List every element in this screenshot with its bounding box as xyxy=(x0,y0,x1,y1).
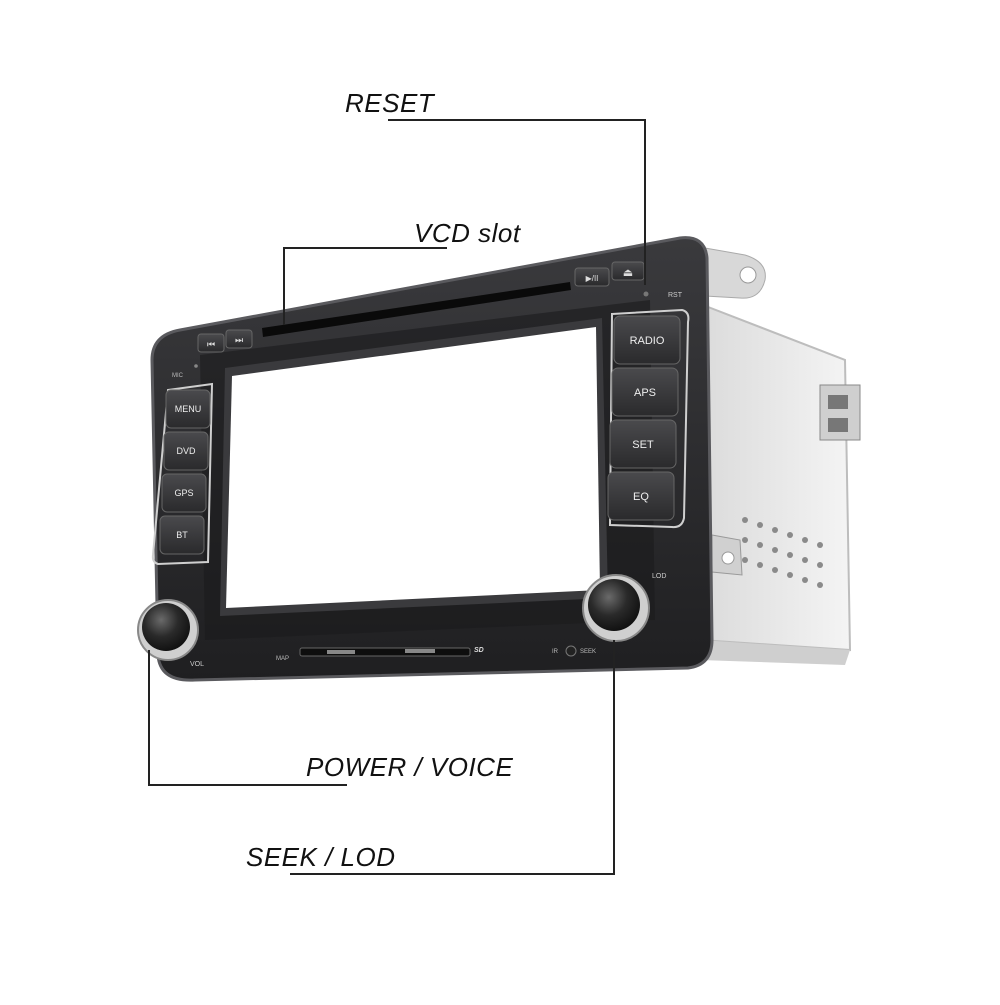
set-button[interactable]: SET xyxy=(609,419,677,469)
bt-label: BT xyxy=(176,530,188,540)
play-pause-icon: ▶/II xyxy=(586,274,599,283)
touch-screen[interactable] xyxy=(220,318,608,616)
gps-button[interactable]: GPS xyxy=(161,473,207,513)
dvd-label: DVD xyxy=(176,446,196,456)
radio-label: RADIO xyxy=(630,335,665,347)
aps-button[interactable]: APS xyxy=(611,367,679,417)
seek-lod-leader xyxy=(290,640,615,875)
mic-hole xyxy=(194,364,198,368)
leader-lines xyxy=(148,119,646,875)
map-label: MAP xyxy=(276,656,289,662)
volume-knob[interactable] xyxy=(137,599,199,661)
sd-label: SD xyxy=(474,647,484,654)
reset-hole[interactable] xyxy=(643,291,649,297)
vcd-slot-callout: VCD slot xyxy=(414,218,521,248)
set-label: SET xyxy=(632,439,654,451)
eq-button[interactable]: EQ xyxy=(607,471,675,521)
sd-map-slot[interactable] xyxy=(299,647,471,657)
ir-sensor xyxy=(565,645,577,657)
left-button-column: MENU DVD GPS BT xyxy=(151,382,214,566)
metal-chassis xyxy=(688,247,861,665)
prev-icon: ⏮ xyxy=(207,339,215,349)
vcd-slot[interactable] xyxy=(262,282,571,337)
next-button[interactable]: ⏭ xyxy=(225,329,253,349)
dvd-button[interactable]: DVD xyxy=(163,431,209,471)
lod-label: LOD xyxy=(652,573,666,580)
gps-label: GPS xyxy=(174,488,193,498)
ir-label: IR xyxy=(552,649,559,655)
eject-button[interactable]: ⏏ xyxy=(611,261,645,281)
mic-label: MIC xyxy=(172,373,184,379)
vcd-slot-leader xyxy=(283,247,447,325)
aps-label: APS xyxy=(634,387,656,399)
power-voice-leader xyxy=(148,650,347,786)
rst-label: RST xyxy=(668,292,683,299)
seek-label: SEEK xyxy=(580,649,596,655)
reset-leader xyxy=(388,119,646,285)
eq-label: EQ xyxy=(633,491,649,503)
radio-button[interactable]: RADIO xyxy=(613,315,681,365)
menu-label: MENU xyxy=(175,404,202,414)
right-button-column: RADIO APS SET EQ xyxy=(607,308,690,529)
seek-knob[interactable] xyxy=(582,574,650,642)
bt-button[interactable]: BT xyxy=(159,515,205,555)
reset-callout: RESET xyxy=(345,88,435,118)
eject-icon: ⏏ xyxy=(623,267,633,279)
play-pause-button[interactable]: ▶/II xyxy=(574,267,610,287)
seek-lod-callout: SEEK / LOD xyxy=(246,842,396,872)
menu-button[interactable]: MENU xyxy=(165,389,211,429)
vol-label: VOL xyxy=(190,661,204,668)
next-icon: ⏭ xyxy=(235,335,243,345)
prev-button[interactable]: ⏮ xyxy=(197,333,225,353)
power-voice-callout: POWER / VOICE xyxy=(306,752,514,782)
